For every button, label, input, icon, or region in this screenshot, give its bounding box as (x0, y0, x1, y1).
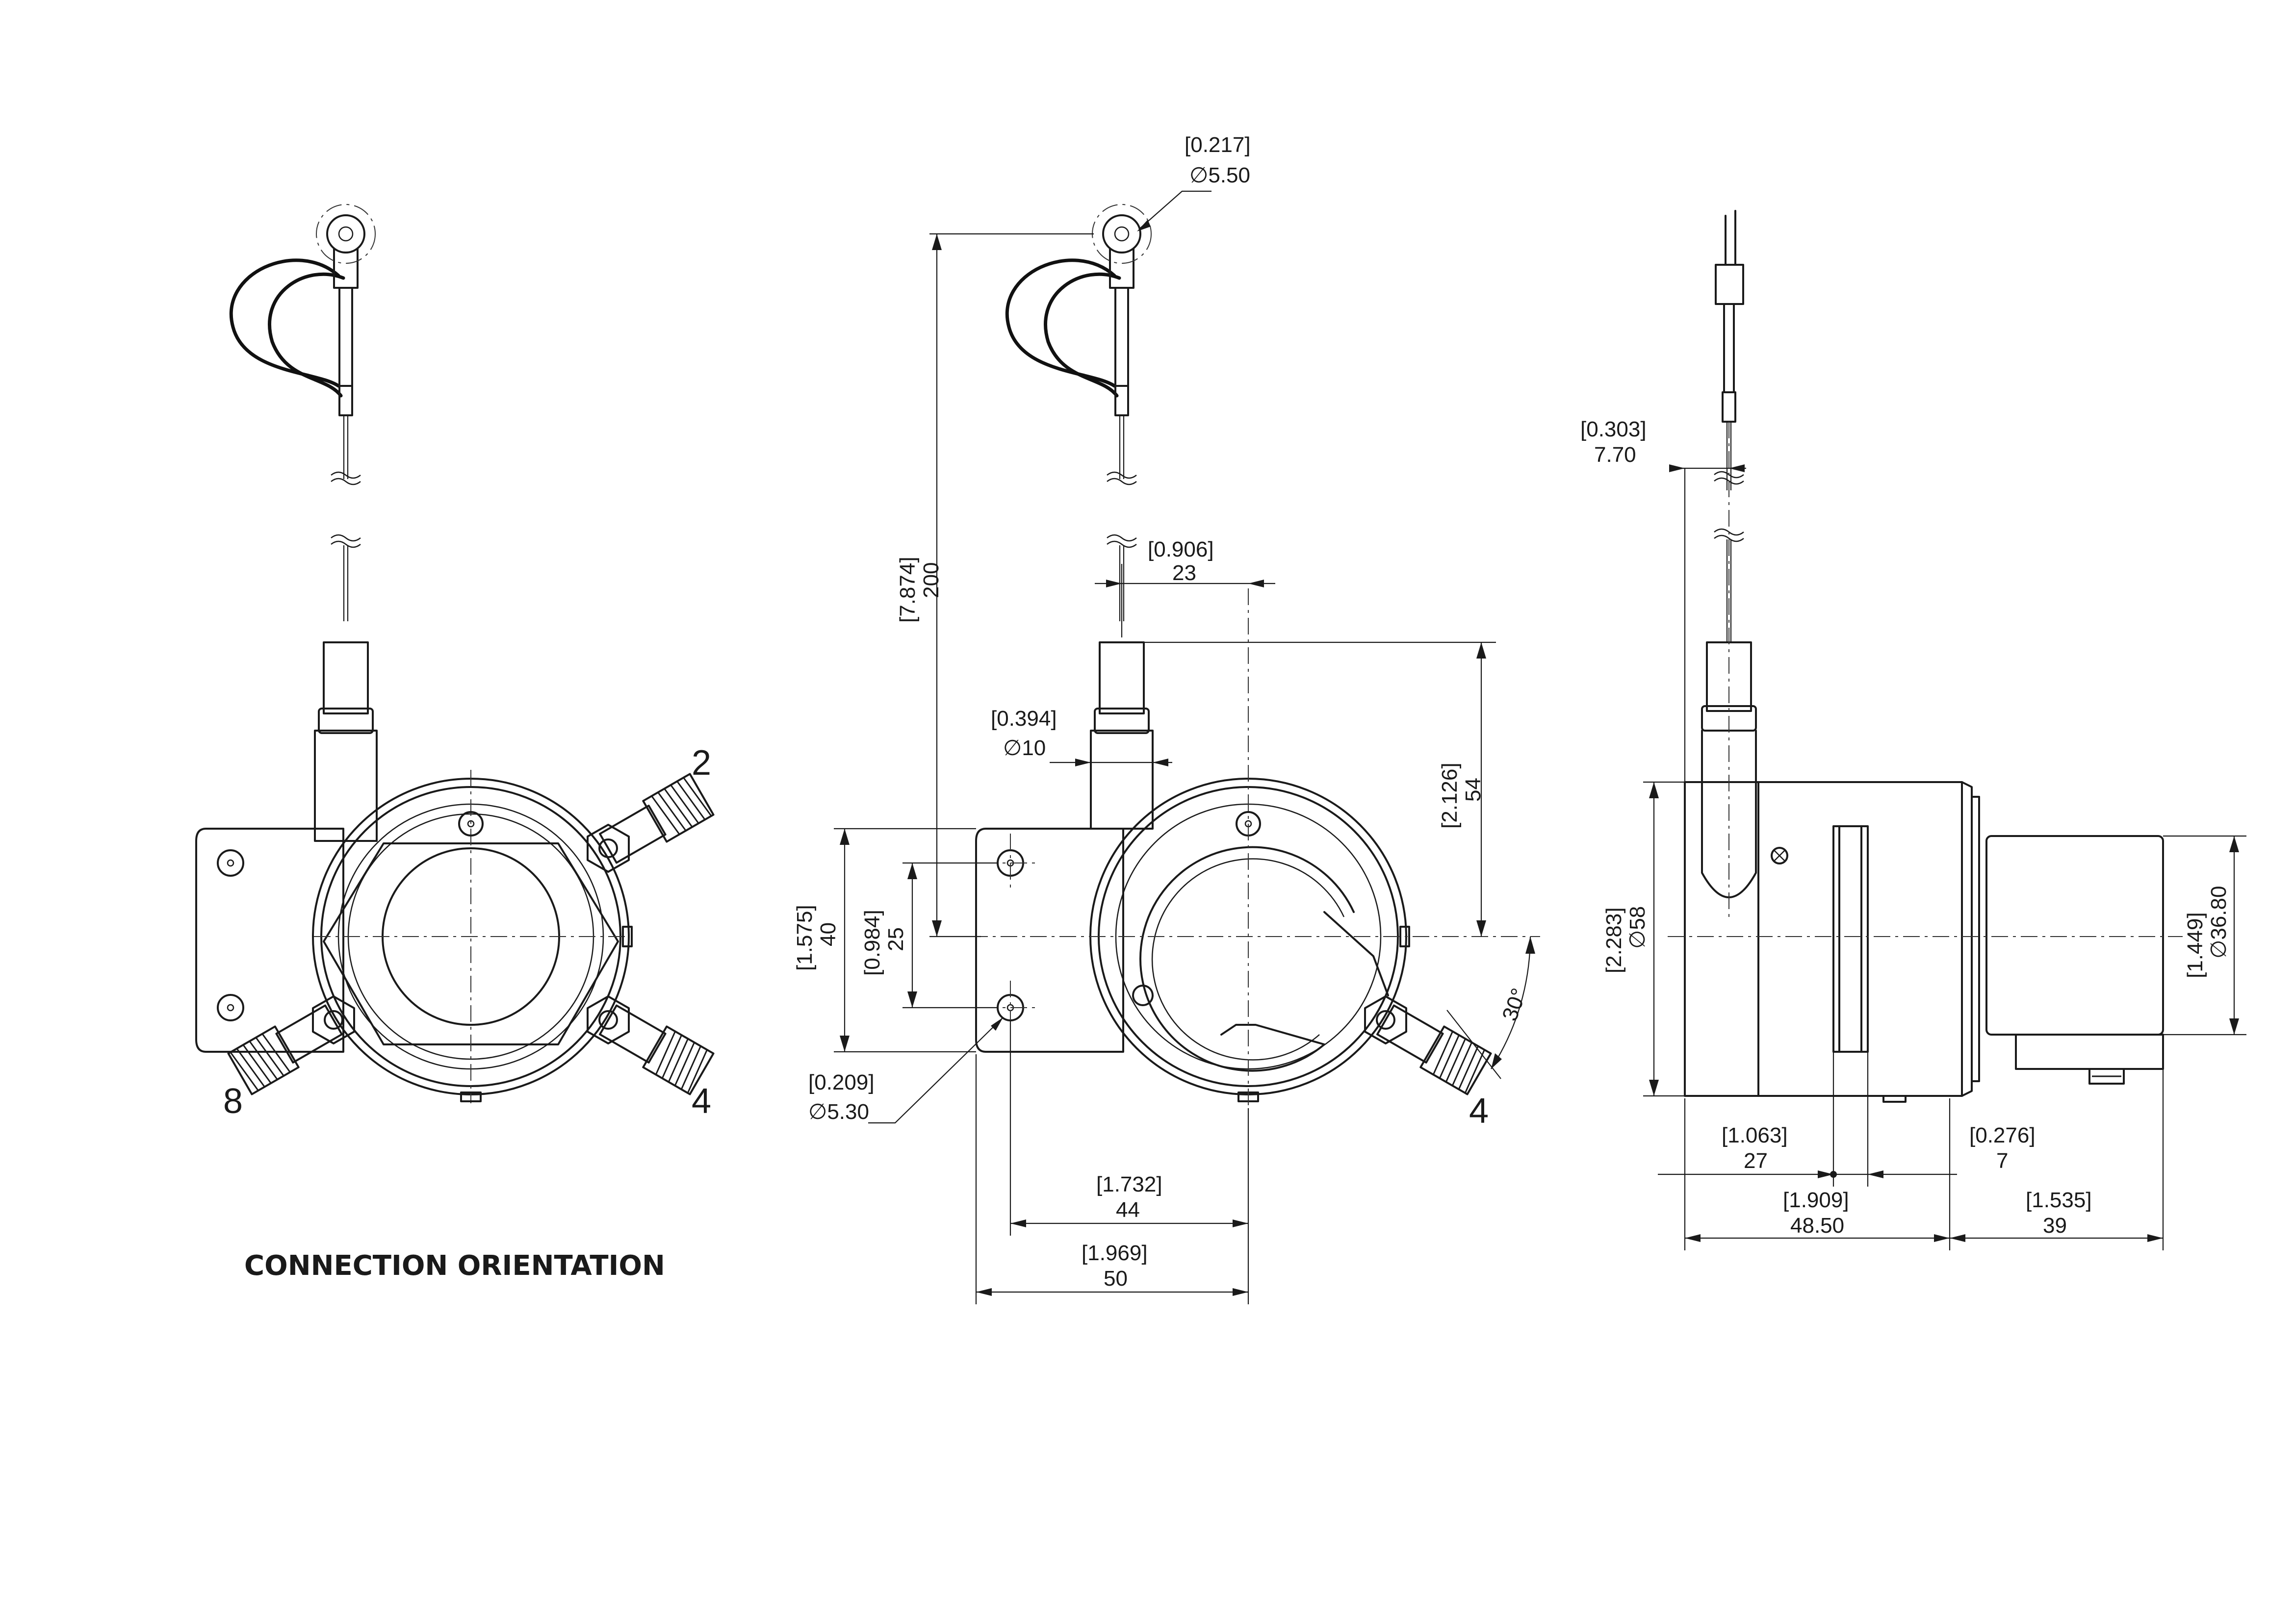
dim-hole-dia-mm: ∅5.30 (808, 1100, 869, 1124)
dim-depth27-inch: [1.063] (1722, 1123, 1788, 1147)
dim-depth39-inch: [1.535] (2026, 1188, 2092, 1212)
dim-depth4850-inch: [1.909] (1783, 1188, 1849, 1212)
connector-number-2: 2 (692, 743, 711, 783)
dim-side-offset-inch: [0.303] (1580, 417, 1647, 441)
connector-number-4-front: 4 (1469, 1091, 1489, 1131)
dim-depth39-mm: 39 (2043, 1214, 2067, 1238)
dim-depth27-mm: 27 (1744, 1149, 1768, 1173)
side-connector-housing (1985, 835, 2164, 1036)
side-body (1757, 781, 1963, 1097)
dim-cable-length-inch: [7.874] (896, 557, 920, 623)
dim-angle: 30° (1497, 985, 1531, 1024)
dim-width44-mm: 44 (1116, 1198, 1140, 1222)
right-view-side: [0.303] 7.70 [2.283] ∅58 [1.449] ∅36.80 … (1580, 210, 2246, 1250)
dim-cable-length-mm: 200 (919, 562, 943, 598)
left-view-connection-orientation: 2 4 8 CONNECTION ORIENTATION (195, 204, 715, 1282)
left-sleeve (323, 641, 369, 714)
left-bracket (195, 828, 344, 1053)
dim-height54-mm: 54 (1461, 778, 1485, 802)
dim-width44-inch: [1.732] (1096, 1172, 1162, 1196)
dim-cable-offset-mm: 23 (1172, 561, 1196, 585)
dim-depth4850-mm: 48.50 (1790, 1214, 1844, 1238)
dim-depth7-inch: [0.276] (1969, 1123, 2036, 1147)
middle-view-front: 4 [0.217] ∅5.50 [7.874] 200 [0.906] 23 [… (793, 133, 1540, 1304)
dim-bracket-height-inch: [1.575] (793, 905, 817, 971)
dim-width50-inch: [1.969] (1082, 1241, 1148, 1265)
front-bracket (975, 828, 1124, 1053)
dim-width50-mm: 50 (1104, 1267, 1128, 1291)
dim-height54-inch: [2.126] (1438, 762, 1462, 829)
connection-orientation-title: CONNECTION ORIENTATION (244, 1250, 665, 1282)
dim-body-dia-inch: [2.283] (1602, 907, 1626, 973)
dim-hole-pitch-mm: 25 (884, 927, 908, 951)
dim-side-offset-mm: 7.70 (1594, 443, 1636, 467)
dim-sleeve-dia-mm: ∅10 (1003, 736, 1046, 760)
dim-hole-dia-inch: [0.209] (808, 1070, 875, 1094)
connector-number-4-left: 4 (692, 1082, 711, 1121)
dim-connector-dia-inch: [1.449] (2183, 912, 2207, 978)
connector-number-8: 8 (223, 1082, 243, 1121)
front-sleeve (1099, 641, 1145, 714)
dim-ring-inch: [0.217] (1185, 133, 1251, 157)
dim-cable-offset-inch: [0.906] (1148, 537, 1214, 561)
dim-depth7-mm: 7 (1996, 1149, 2008, 1173)
dim-connector-dia-mm: ∅36.80 (2207, 886, 2231, 959)
dim-sleeve-dia-inch: [0.394] (991, 707, 1057, 731)
side-body-front (1684, 781, 1759, 1097)
dim-body-dia-mm: ∅58 (1625, 906, 1650, 949)
dim-ring-mm: ∅5.50 (1189, 163, 1250, 187)
dim-hole-pitch-inch: [0.984] (860, 910, 884, 976)
dim-bracket-height-mm: 40 (816, 922, 840, 946)
